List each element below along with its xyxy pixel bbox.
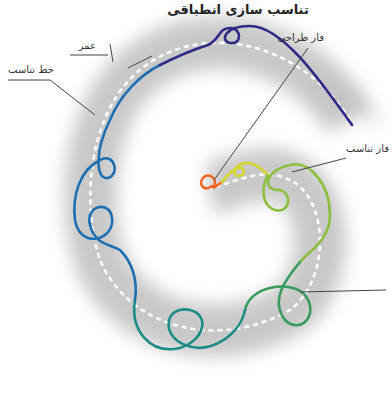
fog-tail (300, 70, 392, 140)
green-loop (245, 262, 310, 325)
label-text: فاز طراحی (277, 32, 324, 44)
label-text: فاز تناسب (346, 143, 389, 155)
diagram-title: تناسب سازی انطباقی (167, 2, 309, 18)
leader-lines (8, 44, 386, 292)
fit-line (90, 43, 350, 331)
leader-line (8, 80, 95, 115)
purple-loop (160, 26, 352, 125)
label-text: خط تناسب (8, 64, 54, 76)
green-loop (264, 164, 330, 262)
leader-line (300, 290, 386, 292)
leader-line (214, 48, 308, 180)
leader-line (70, 55, 108, 56)
fog-band (90, 43, 350, 331)
teal-loop (134, 300, 245, 349)
bracket-tick (110, 44, 113, 62)
yellow-loop (222, 163, 268, 182)
bracket-tick (128, 56, 152, 68)
label-text: عمر (79, 40, 96, 52)
spiral-path (74, 26, 352, 349)
blue-loop (74, 65, 160, 300)
leader-line (292, 158, 346, 172)
orange-loop (201, 176, 222, 189)
